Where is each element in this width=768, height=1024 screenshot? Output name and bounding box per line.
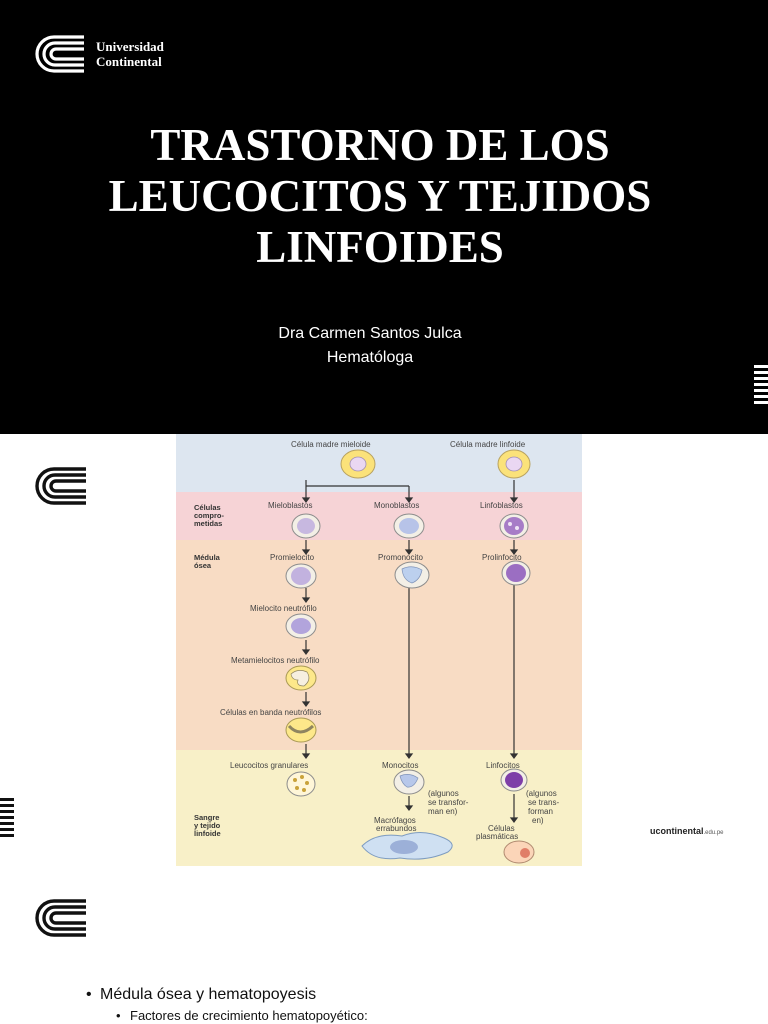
- label-mono-note-3: man en): [428, 807, 458, 816]
- cell-promielocito: [285, 563, 317, 589]
- university-brand: Universidad Continental: [34, 34, 164, 74]
- footer-url: ucontinental.edu.pe: [650, 826, 724, 836]
- label-row-blood-2: y tejido: [194, 821, 221, 830]
- label-row-committed-1: Células: [194, 503, 221, 512]
- label-mieloblastos: Mieloblastos: [268, 501, 312, 510]
- title-line-3: LINFOIDES: [256, 222, 504, 272]
- label-lymphoid-stem: Célula madre linfoide: [450, 440, 526, 449]
- label-prolinfocito: Prolinfocito: [482, 553, 522, 562]
- cell-monoblasto: [393, 513, 425, 539]
- label-plasmaticas-2: plasmáticas: [476, 832, 518, 841]
- cell-plasmatica: [503, 840, 535, 864]
- label-mono-note-2: se transfor-: [428, 798, 469, 807]
- title-line-1: TRASTORNO DE LOS: [150, 120, 610, 170]
- brand-line-1: Universidad: [96, 39, 164, 54]
- label-row-committed-2: compro-: [194, 511, 225, 520]
- stripes-icon: [754, 365, 768, 404]
- diagram-slide: Célula madre mieloide Célula madre linfo…: [0, 434, 768, 874]
- cell-metamielocito: [285, 665, 317, 691]
- title-slide: Universidad Continental TRASTORNO DE LOS…: [0, 0, 768, 434]
- bullet-dot-icon: •: [116, 1008, 121, 1023]
- footer-url-domain: .edu.pe: [703, 830, 724, 836]
- bullet-dot-icon: •: [86, 986, 92, 1003]
- label-row-marrow: Médula ósea: [194, 553, 221, 570]
- label-row-blood-3: linfoide: [194, 829, 221, 838]
- bullet-item: • Médula ósea y hematopoyesis: [86, 984, 368, 1006]
- title-line-2: LEUCOCITOS Y TEJIDOS: [108, 171, 652, 221]
- university-logo-icon: [35, 35, 84, 73]
- cell-macrofago: [361, 832, 453, 860]
- cell-monocito: [393, 769, 425, 795]
- cell-myeloid-stem: [340, 449, 376, 479]
- label-macrofagos-1: Macrófagos: [374, 816, 416, 825]
- author-name: Dra Carmen Santos Julca: [278, 325, 462, 342]
- label-banda: Células en banda neutrófilos: [220, 708, 321, 717]
- label-row-marrow-1: Médula: [194, 553, 221, 562]
- cell-banda: [285, 717, 317, 743]
- sub-bullet-item: • Factores de crecimiento hematopoyético…: [116, 1006, 368, 1024]
- label-linfo-note: (algunos se trans- forman en): [526, 789, 559, 825]
- content-slide: • Médula ósea y hematopoyesis • Factores…: [0, 874, 768, 1024]
- cell-leucocito-granular: [286, 771, 316, 797]
- label-mielocito: Mielocito neutrófilo: [250, 604, 317, 613]
- hematopoiesis-diagram: Célula madre mieloide Célula madre linfo…: [176, 434, 582, 866]
- author-role: Hematóloga: [326, 349, 414, 366]
- label-macrofagos-2: errabundos: [376, 824, 416, 833]
- cell-lymphoid-stem: [497, 449, 531, 479]
- brand-line-2: Continental: [96, 54, 162, 69]
- label-plasmaticas: Células plasmáticas: [476, 824, 518, 841]
- label-linfo-note-1: (algunos: [526, 789, 557, 798]
- label-granulares: Leucocitos granulares: [230, 761, 308, 770]
- cell-mieloblasto: [291, 513, 321, 539]
- label-linfo-note-2: se trans-: [528, 798, 559, 807]
- label-row-committed-3: metidas: [194, 519, 222, 528]
- cell-linfocito: [500, 768, 528, 792]
- label-promielocito: Promielocito: [270, 553, 315, 562]
- label-monocitos: Monocitos: [382, 761, 418, 770]
- author-block: Dra Carmen Santos Julca Hematóloga: [220, 322, 520, 370]
- label-row-committed: Células compro- metidas: [194, 503, 225, 528]
- label-linfocitos: Linfocitos: [486, 761, 520, 770]
- cell-mielocito: [285, 613, 317, 639]
- university-logo-icon: [35, 899, 86, 937]
- cell-promonocito: [394, 561, 430, 589]
- stripes-icon: [0, 798, 14, 837]
- label-row-blood: Sangre y tejido linfoide: [194, 813, 221, 838]
- bullet-text: Médula ósea y hematopoyesis: [100, 986, 317, 1003]
- university-logo-icon: [35, 467, 86, 505]
- cell-prolinfocito: [501, 560, 531, 586]
- label-macrofagos: Macrófagos errabundos: [374, 816, 416, 833]
- label-myeloid-stem: Célula madre mieloide: [291, 440, 371, 449]
- label-linfo-note-4: en): [532, 816, 544, 825]
- label-linfo-note-3: forman: [528, 807, 553, 816]
- sub-bullet-text: Factores de crecimiento hematopoyético:: [130, 1008, 368, 1023]
- label-mono-note: (algunos se transfor- man en): [428, 789, 469, 816]
- label-monoblastos: Monoblastos: [374, 501, 419, 510]
- label-metamielocito: Metamielocitos neutrófilo: [231, 656, 320, 665]
- label-row-marrow-2: ósea: [194, 561, 212, 570]
- label-mono-note-1: (algunos: [428, 789, 459, 798]
- footer-url-main: ucontinental: [650, 826, 704, 836]
- bullet-list: • Médula ósea y hematopoyesis • Factores…: [86, 984, 368, 1024]
- label-plasmaticas-1: Células: [488, 824, 515, 833]
- cell-linfoblasto: [499, 513, 529, 539]
- label-linfoblastos: Linfoblastos: [480, 501, 523, 510]
- label-row-blood-1: Sangre: [194, 813, 219, 822]
- slide-title: TRASTORNO DE LOS LEUCOCITOS Y TEJIDOS LI…: [40, 120, 720, 273]
- label-promonocito: Promonocito: [378, 553, 423, 562]
